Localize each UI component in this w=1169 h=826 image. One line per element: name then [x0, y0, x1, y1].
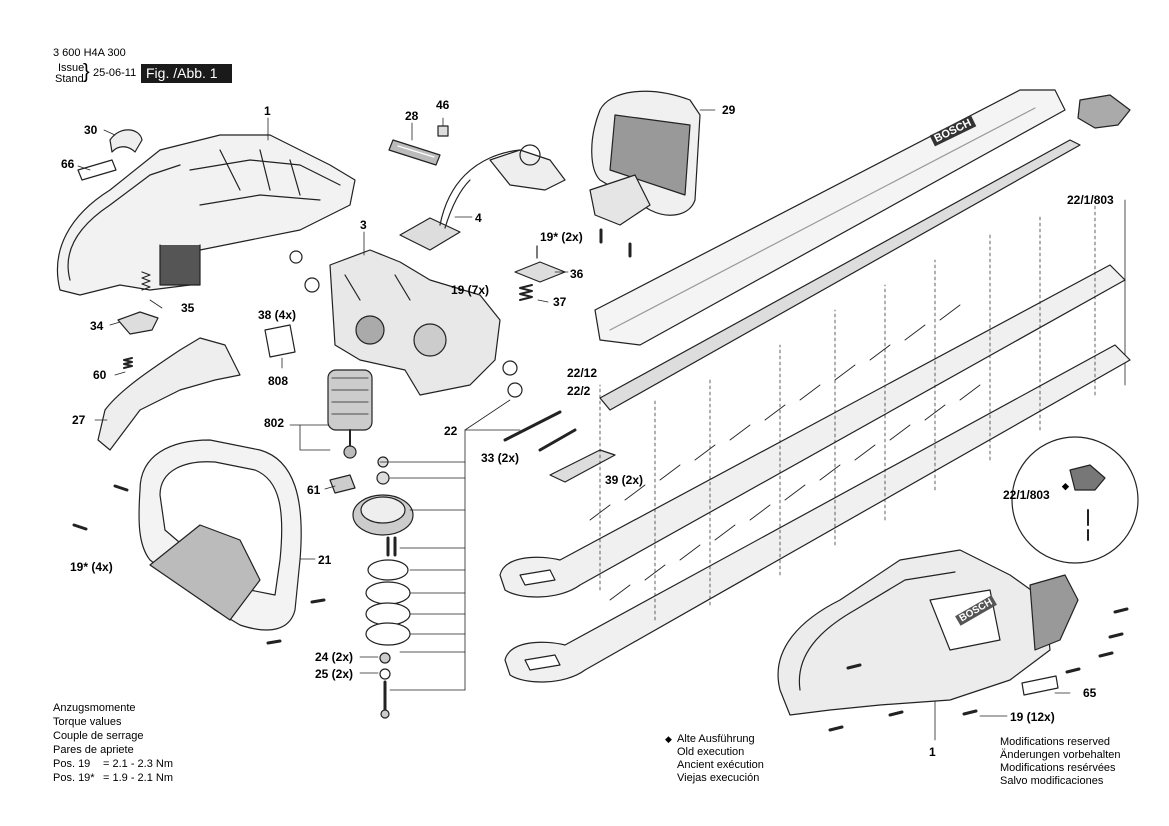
- torque-pos19s-value: = 1.9 - 2.1 Nm: [103, 772, 174, 784]
- old-execution-fr: Ancient exécution: [677, 759, 764, 771]
- callout-19-2x: 19* (2x): [540, 230, 583, 244]
- screws-drawing: [828, 607, 1129, 732]
- part-4-switch-drawing: [399, 144, 566, 251]
- issue-date: 25-06-11: [93, 67, 137, 79]
- callout-22: 22: [444, 424, 458, 438]
- alignment-lines: [599, 204, 1096, 621]
- callout-19-4x: 19* (4x): [70, 560, 113, 574]
- part-37-spring-drawing: [519, 284, 533, 301]
- callout-22-1-803-inset: 22/1/803: [1003, 488, 1050, 502]
- torque-pos19-label: Pos. 19: [53, 758, 91, 770]
- part-3-gear-housing-drawing: [329, 249, 501, 396]
- old-execution-es: Viejas execución: [677, 772, 760, 784]
- callout-39: 39 (2x): [605, 473, 644, 487]
- part-802-motor-drawing: [327, 369, 373, 459]
- callout-24: 24 (2x): [315, 650, 354, 664]
- callout-808: 808: [268, 374, 289, 388]
- callout-36: 36: [570, 267, 584, 281]
- callout-61: 61: [307, 483, 321, 497]
- callout-1-bottom: 1: [929, 745, 936, 759]
- callout-19-7x: 19 (7x): [451, 283, 490, 297]
- part-65-label-drawing: [1021, 675, 1059, 696]
- part-38-drawing: [304, 277, 320, 293]
- part-60-drawing: [123, 357, 133, 369]
- issue-label: Issue: [58, 62, 85, 74]
- callout-3: 3: [360, 218, 367, 232]
- part-35-spring-drawing: [141, 271, 151, 291]
- part-27-drawing: [97, 337, 241, 451]
- blade-teeth-drawing: [589, 304, 981, 601]
- modifications-de: Änderungen vorbehalten: [1000, 749, 1121, 761]
- modifications-es: Salvo modificaciones: [1000, 775, 1104, 787]
- torque-line-en: Torque values: [53, 716, 122, 728]
- callout-66: 66: [61, 157, 75, 171]
- blade-guard-drawing: [594, 89, 1081, 411]
- brace-icon: }: [83, 61, 90, 83]
- modifications-en: Modifications reserved: [1000, 736, 1111, 748]
- part-808-drawing: [264, 324, 296, 358]
- callout-34: 34: [90, 319, 104, 333]
- torque-line-es: Pares de apriete: [53, 744, 134, 756]
- torque-pos19s-label: Pos. 19*: [53, 772, 95, 784]
- part-33-pins-drawing: [503, 410, 577, 452]
- callout-65: 65: [1083, 686, 1097, 700]
- torque-line-de: Anzugsmomente: [53, 702, 136, 714]
- part-number: 3 600 H4A 300: [53, 47, 126, 59]
- callout-4: 4: [475, 211, 482, 225]
- callout-22-1-803-top: 22/1/803: [1067, 193, 1114, 207]
- inset-detail-drawing: [1011, 436, 1139, 564]
- callout-37: 37: [553, 295, 567, 309]
- torque-pos19-value: = 2.1 - 2.3 Nm: [103, 758, 174, 770]
- part-61-drawing: [329, 474, 356, 494]
- callout-21: 21: [318, 553, 332, 567]
- part-36-drawing: [514, 245, 566, 283]
- callout-22-2: 22/2: [567, 384, 591, 398]
- old-execution-de: Alte Ausführung: [677, 733, 755, 745]
- callout-19-12x: 19 (12x): [1010, 710, 1055, 724]
- housing-upper-drawing: [56, 134, 356, 296]
- callout-25: 25 (2x): [315, 667, 354, 681]
- part-34-clip-drawing: [117, 311, 159, 335]
- callout-22-12: 22/12: [567, 366, 598, 380]
- blade-upper-drawing: [499, 264, 1126, 598]
- diamond-icon: ◆: [1062, 481, 1069, 491]
- callout-27: 27: [72, 413, 86, 427]
- callout-1-top: 1: [264, 104, 271, 118]
- callout-802: 802: [264, 416, 285, 430]
- callout-46: 46: [436, 98, 450, 112]
- callout-28: 28: [405, 109, 419, 123]
- gear-stack-drawing: [352, 456, 414, 719]
- part-28-drawing: [388, 139, 441, 166]
- callout-33: 33 (2x): [481, 451, 520, 465]
- torque-line-fr: Couple de serrage: [53, 730, 144, 742]
- part-66-label-drawing: [77, 159, 117, 181]
- part-46-drawing: [437, 125, 449, 137]
- callout-60: 60: [93, 368, 107, 382]
- part-29-pad-drawing: [589, 90, 701, 226]
- figure-label: Fig. /Abb. 1: [141, 64, 232, 83]
- callout-30: 30: [84, 123, 98, 137]
- callout-29: 29: [722, 103, 736, 117]
- callout-35: 35: [181, 301, 195, 315]
- callout-38: 38 (4x): [258, 308, 297, 322]
- part-22-1-803-drawing: [1077, 94, 1131, 129]
- part-21-handle-drawing: [138, 439, 302, 631]
- old-execution-marker-icon: ◆: [665, 734, 672, 744]
- modifications-fr: Modifications resérvées: [1000, 762, 1116, 774]
- stand-label: Stand: [55, 73, 84, 85]
- part-30-drawing: [109, 129, 143, 153]
- old-execution-en: Old execution: [677, 746, 745, 758]
- part-39-drawing: [549, 449, 616, 483]
- blade-lower-drawing: [504, 344, 1131, 683]
